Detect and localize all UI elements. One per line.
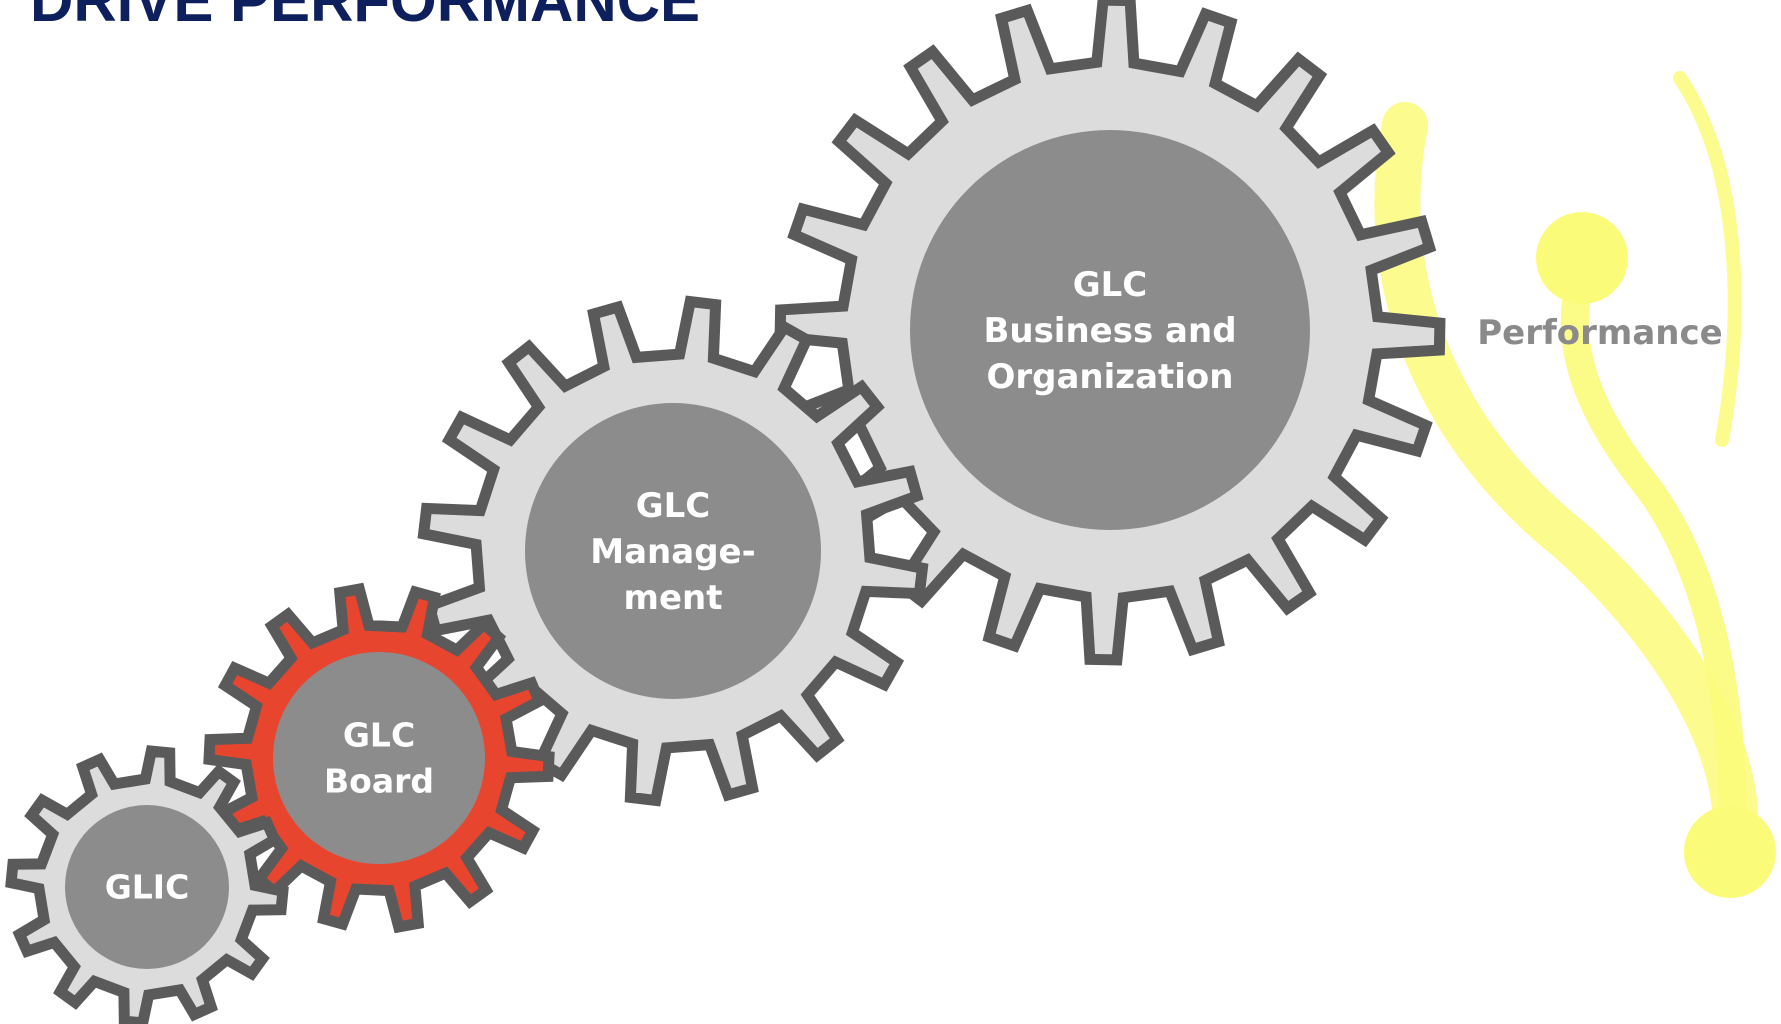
gear-management-label: GLC Manage-ment bbox=[590, 486, 755, 618]
gear-glic-label: GLIC bbox=[105, 868, 190, 907]
performance-figure-base bbox=[1684, 806, 1776, 898]
gear-glic: GLIC bbox=[5, 745, 289, 1024]
gear-business-label-line: Organization bbox=[986, 357, 1233, 397]
gear-management-label-line: Manage- bbox=[590, 532, 755, 572]
gear-board-hub bbox=[273, 652, 485, 864]
gear-management-hub bbox=[525, 403, 821, 699]
performance-figure-arc bbox=[1673, 71, 1742, 447]
page-title: DRIVE PERFORMANCE bbox=[30, 0, 701, 34]
performance-label: Performance bbox=[1477, 313, 1722, 353]
performance-figure-body bbox=[1560, 261, 1747, 824]
gear-business-label-line: Business and bbox=[983, 311, 1236, 351]
gear-board: GLC Board bbox=[203, 582, 555, 934]
performance-figure-head bbox=[1536, 212, 1628, 304]
gear-business-label-line: GLC bbox=[1073, 265, 1148, 305]
gear-glic-hub bbox=[65, 805, 229, 969]
gear-board-label: GLC Board bbox=[324, 716, 434, 801]
gear-board-label-line: Board bbox=[324, 762, 434, 801]
gear-glic-label-line: GLIC bbox=[105, 868, 190, 907]
gear-business-hub bbox=[910, 130, 1310, 530]
gear-management-label-line: GLC bbox=[636, 486, 711, 526]
gear-management: GLC Manage-ment bbox=[417, 295, 929, 807]
gear-management-label-line: ment bbox=[624, 578, 723, 618]
performance-figure bbox=[1374, 71, 1776, 898]
gear-board-label-line: GLC bbox=[343, 716, 415, 755]
